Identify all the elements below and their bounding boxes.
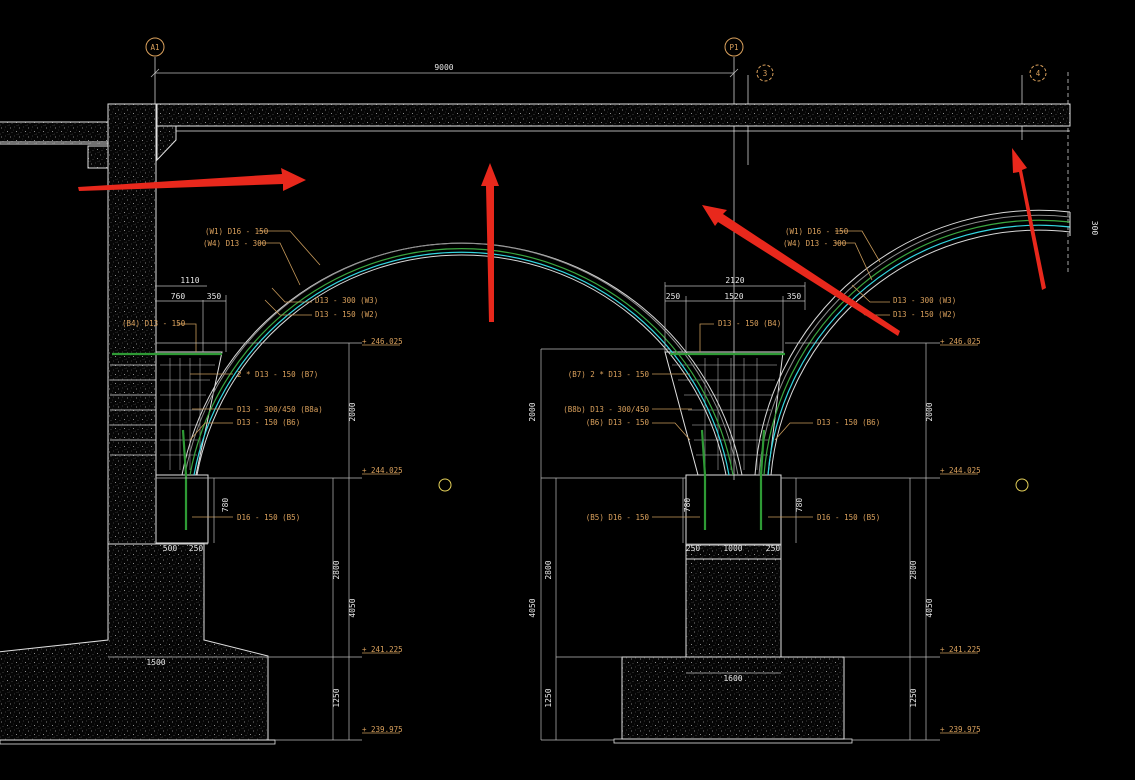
svg-text:(W1) D16 - 150: (W1) D16 - 150 <box>785 227 849 236</box>
grid-bubble-a1: A1 <box>145 37 165 57</box>
svg-text:(B4) D13 - 150: (B4) D13 - 150 <box>122 319 186 328</box>
svg-text:(W1) D16 - 150: (W1) D16 - 150 <box>205 227 269 236</box>
red-arrow-2 <box>481 163 499 322</box>
svg-text:D13 - 150 (B6): D13 - 150 (B6) <box>817 418 880 427</box>
svg-text:4: 4 <box>1036 69 1041 78</box>
middle-pier <box>613 544 853 744</box>
dim-span-top: 9000 <box>150 63 739 78</box>
arch-left <box>181 242 743 476</box>
svg-text:2000: 2000 <box>925 402 934 421</box>
svg-text:2 * D13 - 150 (B7): 2 * D13 - 150 (B7) <box>237 370 318 379</box>
svg-text:D13 - 300/450 (B8a): D13 - 300/450 (B8a) <box>237 405 323 414</box>
svg-text:2000: 2000 <box>528 402 537 421</box>
svg-text:+ 241.225: + 241.225 <box>940 645 981 654</box>
svg-text:(B8b) D13 - 300/450: (B8b) D13 - 300/450 <box>563 405 649 414</box>
svg-text:4050: 4050 <box>528 598 537 617</box>
svg-text:500: 500 <box>163 544 178 553</box>
svg-text:2800: 2800 <box>332 560 341 579</box>
svg-text:+ 239.975: + 239.975 <box>362 725 403 734</box>
svg-text:D16 - 150 (B5): D16 - 150 (B5) <box>817 513 880 522</box>
dims-middle-vertical: 2000 780 780 2800 4050 1250 <box>528 348 804 741</box>
svg-text:250: 250 <box>766 544 781 553</box>
svg-text:(B7) 2 * D13 - 150: (B7) 2 * D13 - 150 <box>568 370 650 379</box>
svg-text:+ 246.025: + 246.025 <box>362 337 403 346</box>
svg-text:4050: 4050 <box>348 598 357 617</box>
red-arrow-annotations <box>78 148 1046 336</box>
svg-text:2000: 2000 <box>348 402 357 421</box>
svg-text:1000: 1000 <box>723 544 742 553</box>
svg-text:1250: 1250 <box>909 688 918 707</box>
red-arrow-1 <box>78 168 306 191</box>
rebar-green-bars <box>112 352 1029 530</box>
svg-text:+ 246.025: + 246.025 <box>940 337 981 346</box>
svg-text:+ 244.025: + 244.025 <box>362 466 403 475</box>
levels-right: + 246.025 + 244.025 + 241.225 + 239.975 <box>940 337 981 734</box>
grid-bubble-4: 4 <box>1029 64 1047 82</box>
left-abutment <box>0 103 276 745</box>
svg-text:1500: 1500 <box>146 658 165 667</box>
grid-bubble-p1: P1 <box>724 37 744 57</box>
dims-left-vertical: 2000 780 2800 4050 1250 <box>156 342 362 741</box>
svg-text:+ 244.025: + 244.025 <box>940 466 981 475</box>
spring-block-middle <box>664 351 784 546</box>
svg-text:780: 780 <box>683 498 692 513</box>
dim-right-edge: 300 <box>1090 221 1099 236</box>
levels-left: + 246.025 + 244.025 + 241.225 + 239.975 <box>362 337 403 734</box>
svg-text:2800: 2800 <box>909 560 918 579</box>
red-arrow-3 <box>702 205 900 336</box>
svg-text:300: 300 <box>1090 221 1099 236</box>
svg-text:1600: 1600 <box>723 674 742 683</box>
svg-text:350: 350 <box>787 292 802 301</box>
svg-text:D13 - 300 (W3): D13 - 300 (W3) <box>315 296 378 305</box>
svg-text:760: 760 <box>171 292 186 301</box>
svg-text:+ 241.225: + 241.225 <box>362 645 403 654</box>
svg-text:1250: 1250 <box>332 688 341 707</box>
red-arrow-4 <box>1012 148 1046 290</box>
svg-text:2120: 2120 <box>725 276 744 285</box>
svg-text:D13 - 150 (B4): D13 - 150 (B4) <box>718 319 781 328</box>
dims-left-horizontal: 1110 760 350 500 250 1500 <box>108 276 227 667</box>
svg-text:780: 780 <box>795 498 804 513</box>
grid-bubble-3: 3 <box>756 64 774 82</box>
svg-text:(W4) D13 - 300: (W4) D13 - 300 <box>783 239 847 248</box>
svg-text:+ 239.975: + 239.975 <box>940 725 981 734</box>
svg-text:1110: 1110 <box>180 276 199 285</box>
svg-text:P1: P1 <box>729 43 738 52</box>
svg-text:(B5) D16 - 150: (B5) D16 - 150 <box>586 513 650 522</box>
dims-right-vertical: 2000 2800 4050 1250 <box>781 342 940 741</box>
dims-middle-horizontal: 2120 250 1520 350 250 1000 250 1600 <box>664 276 806 683</box>
svg-text:(B6) D13 - 150: (B6) D13 - 150 <box>586 418 650 427</box>
svg-text:1520: 1520 <box>724 292 743 301</box>
svg-text:3: 3 <box>763 69 768 78</box>
svg-text:250: 250 <box>189 544 204 553</box>
svg-text:250: 250 <box>666 292 681 301</box>
svg-text:250: 250 <box>686 544 701 553</box>
arch-right <box>754 209 1071 476</box>
top-slab <box>156 103 1071 162</box>
svg-text:D13 - 300 (W3): D13 - 300 (W3) <box>893 296 956 305</box>
spring-block-left <box>110 351 223 544</box>
svg-text:1250: 1250 <box>544 688 553 707</box>
svg-text:D13 - 150 (W2): D13 - 150 (W2) <box>315 310 378 319</box>
svg-text:780: 780 <box>221 498 230 513</box>
svg-text:D16 - 150 (B5): D16 - 150 (B5) <box>237 513 300 522</box>
svg-text:A1: A1 <box>150 43 159 52</box>
labels-right-arch: (W1) D16 - 150 (W4) D13 - 300 D13 - 300 … <box>563 227 956 522</box>
labels-left-arch: (W1) D16 - 150 (W4) D13 - 300 D13 - 300 … <box>122 227 378 522</box>
svg-text:(W4) D13 - 300: (W4) D13 - 300 <box>203 239 267 248</box>
svg-text:9000: 9000 <box>434 63 453 72</box>
svg-text:D13 - 150 (W2): D13 - 150 (W2) <box>893 310 956 319</box>
svg-text:D13 - 150 (B6): D13 - 150 (B6) <box>237 418 300 427</box>
svg-text:350: 350 <box>207 292 222 301</box>
svg-text:2800: 2800 <box>544 560 553 579</box>
svg-text:4050: 4050 <box>925 598 934 617</box>
